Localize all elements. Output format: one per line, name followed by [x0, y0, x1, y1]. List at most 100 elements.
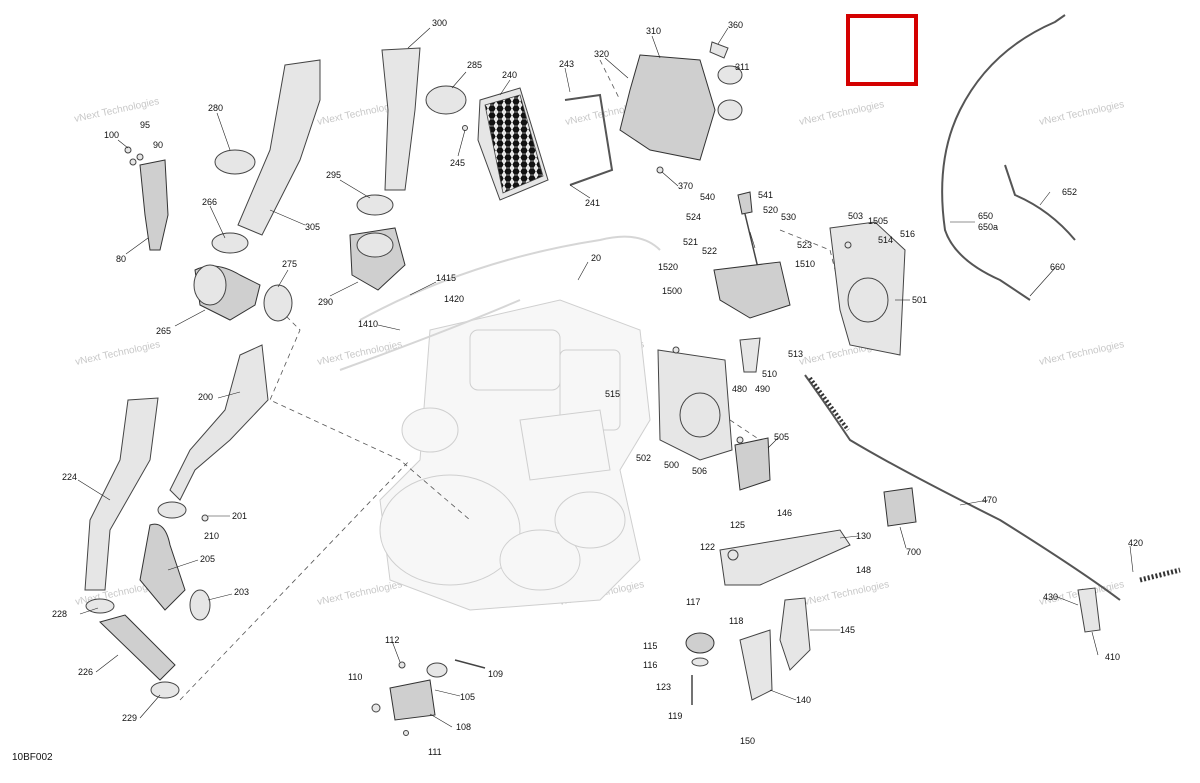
- callout-label: 118: [729, 616, 743, 626]
- callout-label: 410: [1105, 652, 1120, 662]
- intake-ducts-left: [84, 47, 421, 699]
- callout-label: 241: [585, 198, 600, 208]
- callout-label: 203: [234, 587, 249, 597]
- callout-label: 300: [432, 18, 447, 28]
- callout-label: 505: [774, 432, 789, 442]
- callout-label: 109: [488, 669, 503, 679]
- callout-label: 515: [605, 389, 620, 399]
- callout-label: 108: [456, 722, 471, 732]
- callout-label: 470: [982, 495, 997, 505]
- callout-label: 243: [559, 59, 574, 69]
- callout-label: 480: [732, 384, 747, 394]
- watermark: vNext Technologies: [74, 339, 161, 368]
- callout-label: 245: [450, 158, 465, 168]
- diagram-code: 10BF002: [12, 752, 53, 763]
- callout-label: 150: [740, 736, 755, 746]
- callout-label: 80: [116, 254, 126, 264]
- callout-label: 1505: [868, 216, 888, 226]
- callout-label: 201: [232, 511, 247, 521]
- callout-label: 265: [156, 326, 171, 336]
- callout-label: 516: [900, 229, 915, 239]
- callout-label: 148: [856, 565, 871, 575]
- callout-label: 105: [460, 692, 475, 702]
- callout-label: 140: [796, 695, 811, 705]
- callout-label: 1415: [436, 273, 456, 283]
- callout-label: 503: [848, 211, 863, 221]
- callout-label: 117: [686, 597, 700, 607]
- callout-label: 226: [78, 667, 93, 677]
- callout-label: 123: [656, 682, 671, 692]
- callout-label: 228: [52, 609, 67, 619]
- callout-label: 501: [912, 295, 927, 305]
- callout-label: 510: [762, 369, 777, 379]
- cables-right: [804, 14, 1181, 633]
- callout-label: 700: [906, 547, 921, 557]
- callout-label: 506: [692, 466, 707, 476]
- callout-label: 146: [777, 508, 792, 518]
- shifter-bracket-assembly: [657, 191, 906, 491]
- callout-label: 540: [700, 192, 715, 202]
- callout-label: 310: [646, 26, 661, 36]
- callout-label: 521: [683, 237, 698, 247]
- callout-label: 1420: [444, 294, 464, 304]
- callout-label: 523: [797, 240, 812, 250]
- callout-label: 360: [728, 20, 743, 30]
- leader-lines: [77, 27, 1134, 728]
- airbox-assembly: [425, 41, 743, 201]
- callout-label: 500: [664, 460, 679, 470]
- callout-label: 210: [204, 531, 219, 541]
- callout-label: 370: [678, 181, 693, 191]
- callout-label: 112: [385, 635, 399, 645]
- callout-label: 305: [305, 222, 320, 232]
- callout-label: 524: [686, 212, 701, 222]
- callout-label: 240: [502, 70, 517, 80]
- callout-label: 530: [781, 212, 796, 222]
- callout-label: 145: [840, 625, 855, 635]
- callout-label: 1520: [658, 262, 678, 272]
- callout-label: 420: [1128, 538, 1143, 548]
- callout-label: 652: [1062, 187, 1077, 197]
- callout-label: 20: [591, 253, 601, 263]
- callout-label: 290: [318, 297, 333, 307]
- highlight-box: [846, 14, 918, 86]
- callout-label: 1510: [795, 259, 815, 269]
- engine-mounts: [371, 529, 851, 736]
- watermark: vNext Technologies: [803, 579, 890, 608]
- callout-label: 490: [755, 384, 770, 394]
- callout-label: 660: [1050, 262, 1065, 272]
- callout-labels: 300 285 310 360 311 320 243 240 280 100 …: [52, 18, 1143, 757]
- callout-label: 514: [878, 235, 893, 245]
- callout-label: 266: [202, 197, 217, 207]
- callout-label: 275: [282, 259, 297, 269]
- callout-label: 111: [428, 747, 442, 757]
- callout-label: 125: [730, 520, 745, 530]
- watermark: vNext Technologies: [316, 579, 403, 608]
- callout-label: 430: [1043, 592, 1058, 602]
- watermark: vNext Technologies: [1038, 99, 1125, 128]
- callout-label: 1500: [662, 286, 682, 296]
- watermark: vNext Technologies: [1038, 339, 1125, 368]
- callout-label: 122: [700, 542, 715, 552]
- callout-label: 100: [104, 130, 119, 140]
- callout-label: 285: [467, 60, 482, 70]
- callout-label: 1410: [358, 319, 378, 329]
- watermark: vNext Technologies: [798, 99, 885, 128]
- callout-label: 110: [348, 672, 362, 682]
- callout-label: 513: [788, 349, 803, 359]
- callout-label: 130: [856, 531, 871, 541]
- callout-label: 520: [763, 205, 778, 215]
- callout-label: 295: [326, 170, 341, 180]
- callout-label: 224: [62, 472, 77, 482]
- callout-label: 205: [200, 554, 215, 564]
- callout-label: 320: [594, 49, 609, 59]
- callout-label: 650a: [978, 222, 998, 232]
- callout-label: 280: [208, 103, 223, 113]
- callout-label: 95: [140, 120, 150, 130]
- callout-label: 116: [643, 660, 657, 670]
- callout-label: 119: [668, 711, 682, 721]
- callout-label: 200: [198, 392, 213, 402]
- callout-label: 311: [735, 62, 749, 72]
- callout-label: 90: [153, 140, 163, 150]
